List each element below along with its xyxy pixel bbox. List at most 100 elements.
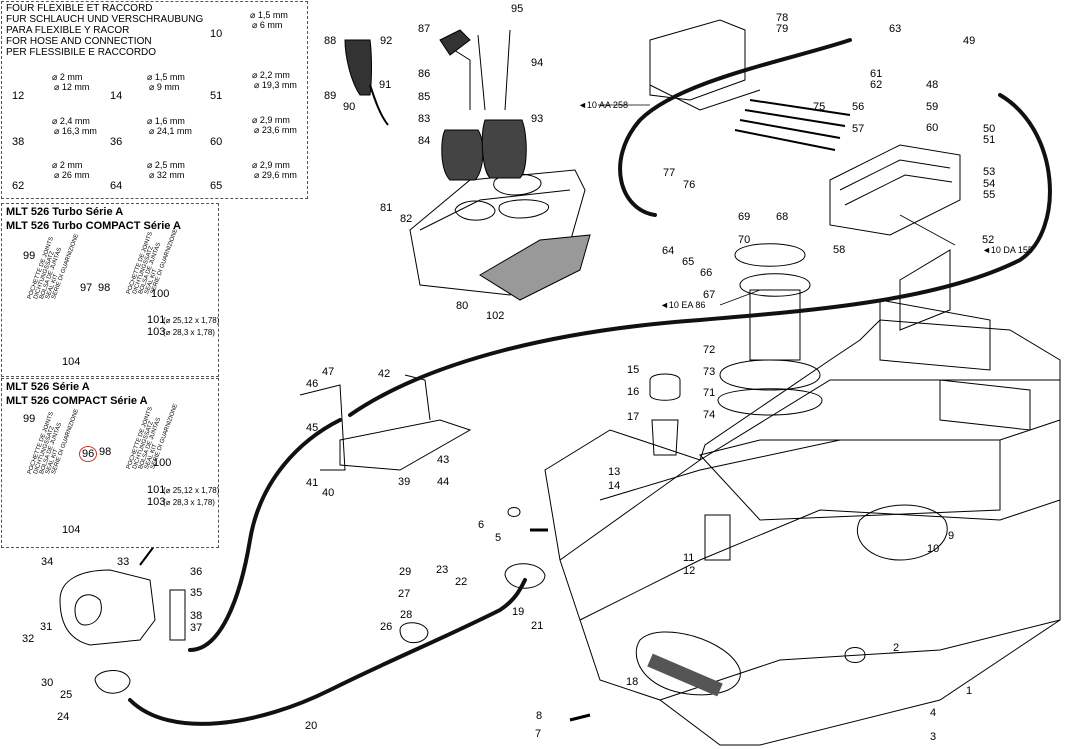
seal-103-spec: (⌀ 28,3 x 1,78): [163, 328, 215, 337]
part-label: 73: [703, 366, 716, 378]
ring-num: 12: [12, 90, 25, 102]
part-label: 40: [322, 487, 335, 499]
part-label: 55: [983, 189, 996, 201]
part-100: 100: [151, 288, 170, 300]
part-100: 100: [153, 457, 172, 469]
part-label: 47: [322, 366, 335, 378]
ring-diameter: ⌀ 26 mm: [54, 170, 90, 180]
ring-num: 38: [12, 136, 25, 148]
part-label: 44: [437, 476, 450, 488]
part-label: 38: [190, 610, 203, 622]
part-label: 5: [495, 532, 502, 544]
part-label: 82: [400, 213, 413, 225]
clamp-26: [399, 622, 429, 644]
part-label: 76: [683, 179, 696, 191]
ring-num: 64: [110, 180, 123, 192]
part-104: 104: [62, 524, 81, 536]
part-label: 17: [627, 411, 640, 423]
variant-a-title-2: MLT 526 Turbo COMPACT Série A: [6, 220, 181, 232]
hose-63: [618, 38, 852, 217]
pillar-plate: [719, 359, 821, 391]
ring-diameter: ⌀ 6 mm: [252, 20, 283, 30]
part-label: 71: [703, 387, 716, 399]
part-label: 11: [683, 552, 695, 564]
part-103: 103: [147, 326, 166, 338]
part-label: 3: [930, 731, 937, 743]
legend-line-5: PER FLESSIBILE E RACCORDO: [6, 47, 157, 58]
part-label: 30: [41, 677, 54, 689]
sight-11: [704, 514, 731, 561]
part-label: 25: [60, 689, 73, 701]
part-label: 13: [608, 466, 621, 478]
part-label: 26: [380, 621, 393, 633]
ring-diameter: ⌀ 19,3 mm: [254, 80, 297, 90]
rods: [734, 99, 851, 151]
chassis-inner: [559, 379, 1060, 561]
pump-ring: [74, 594, 102, 626]
bolt-7: [569, 713, 591, 722]
part-label: 43: [437, 454, 450, 466]
variant-a-title-1: MLT 526 Turbo Série A: [6, 206, 124, 218]
knob-top: [439, 29, 471, 56]
ref-10-da-155: ◄10 DA 155: [982, 245, 1033, 255]
part-label: 41: [306, 477, 319, 489]
part-98: 98: [98, 282, 111, 294]
part-label: 2: [893, 642, 900, 654]
valve-bank-detail: [839, 159, 953, 206]
part-label: 65: [682, 256, 695, 268]
part-label: 70: [738, 234, 751, 246]
legend-line-1: FOUR FLEXIBLE ET RACCORD: [6, 3, 153, 14]
part-label: 50: [983, 123, 996, 135]
knob-left: [344, 39, 372, 96]
pillar-top: [739, 273, 811, 297]
cable-90: [369, 84, 389, 126]
fitting-36: [169, 589, 186, 641]
seal-103-spec: (⌀ 28,3 x 1,78): [163, 498, 215, 507]
part-label: 69: [738, 211, 751, 223]
part-label: 83: [418, 113, 431, 125]
part-label: 29: [399, 566, 412, 578]
variant-b-title-1: MLT 526 Série A: [6, 381, 90, 393]
console-knob: [454, 200, 496, 221]
part-label: 78: [776, 12, 789, 24]
console-plate: [479, 234, 591, 301]
part-label: 45: [306, 422, 319, 434]
ring-cross-section: ⌀ 2,4 mm: [52, 116, 90, 126]
part-label: 63: [889, 23, 902, 35]
variant-turbo-box: [1, 203, 219, 377]
hose-37: [348, 93, 1052, 417]
part-label: 19: [512, 606, 525, 618]
ring-cross-section: ⌀ 2,2 mm: [252, 70, 290, 80]
chassis-lower: [659, 619, 1061, 701]
ring-num: 65: [210, 180, 223, 192]
part-label: 54: [983, 178, 996, 190]
part-103: 103: [147, 496, 166, 508]
ring-cross-section: ⌀ 1,5 mm: [147, 72, 185, 82]
ring-diameter: ⌀ 32 mm: [149, 170, 185, 180]
part-label: 37: [190, 622, 203, 634]
filter-17: [651, 419, 679, 456]
bracket-39: [339, 419, 472, 471]
part-101: 101: [147, 484, 166, 496]
part-label: 32: [22, 633, 35, 645]
part-label: 12: [683, 565, 696, 577]
hose-long: [188, 418, 342, 652]
part-99: 99: [23, 413, 36, 425]
valve-bank: [829, 144, 961, 236]
part-label: 56: [852, 101, 865, 113]
nut-2: [844, 647, 866, 663]
part-label: 61: [870, 68, 883, 80]
part-label: 60: [926, 122, 939, 134]
seal-101-spec: (⌀ 25,12 x 1,78): [163, 316, 220, 325]
part-label: 80: [456, 300, 469, 312]
bracket-39-side: [299, 384, 346, 471]
part-label: 15: [627, 364, 640, 376]
cutout: [857, 504, 948, 561]
part-label: 7: [535, 728, 542, 740]
part-label: 58: [833, 244, 846, 256]
ring-diameter: ⌀ 23,6 mm: [254, 125, 297, 135]
part-101: 101: [147, 314, 166, 326]
ring-num: 14: [110, 90, 123, 102]
variant-standard-box: [1, 378, 219, 548]
part-label: 57: [852, 123, 865, 135]
